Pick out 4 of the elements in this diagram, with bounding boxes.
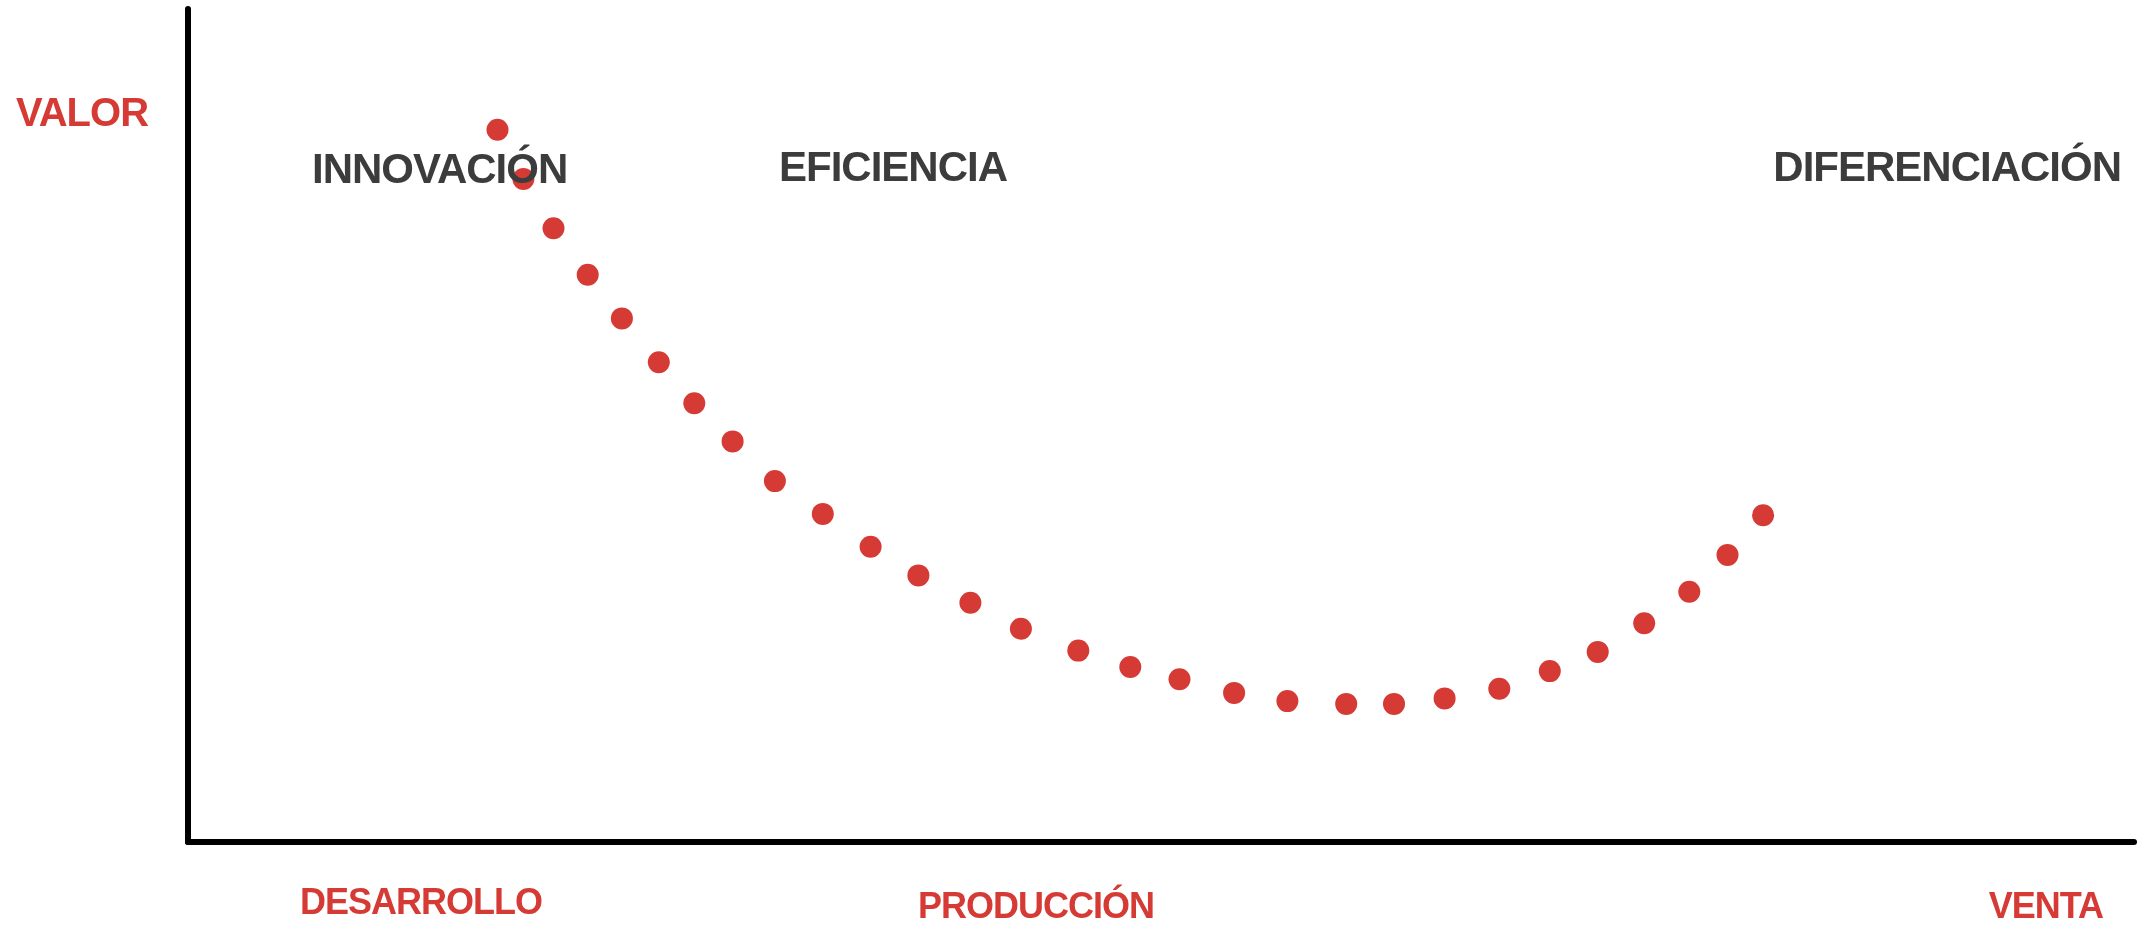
axis-category-label: DESARROLLO — [300, 884, 542, 920]
stage-label: EFICIENCIA — [779, 146, 1007, 188]
axis-title: VALOR — [16, 92, 149, 132]
axis-category-label: VENTA — [1988, 888, 2103, 924]
